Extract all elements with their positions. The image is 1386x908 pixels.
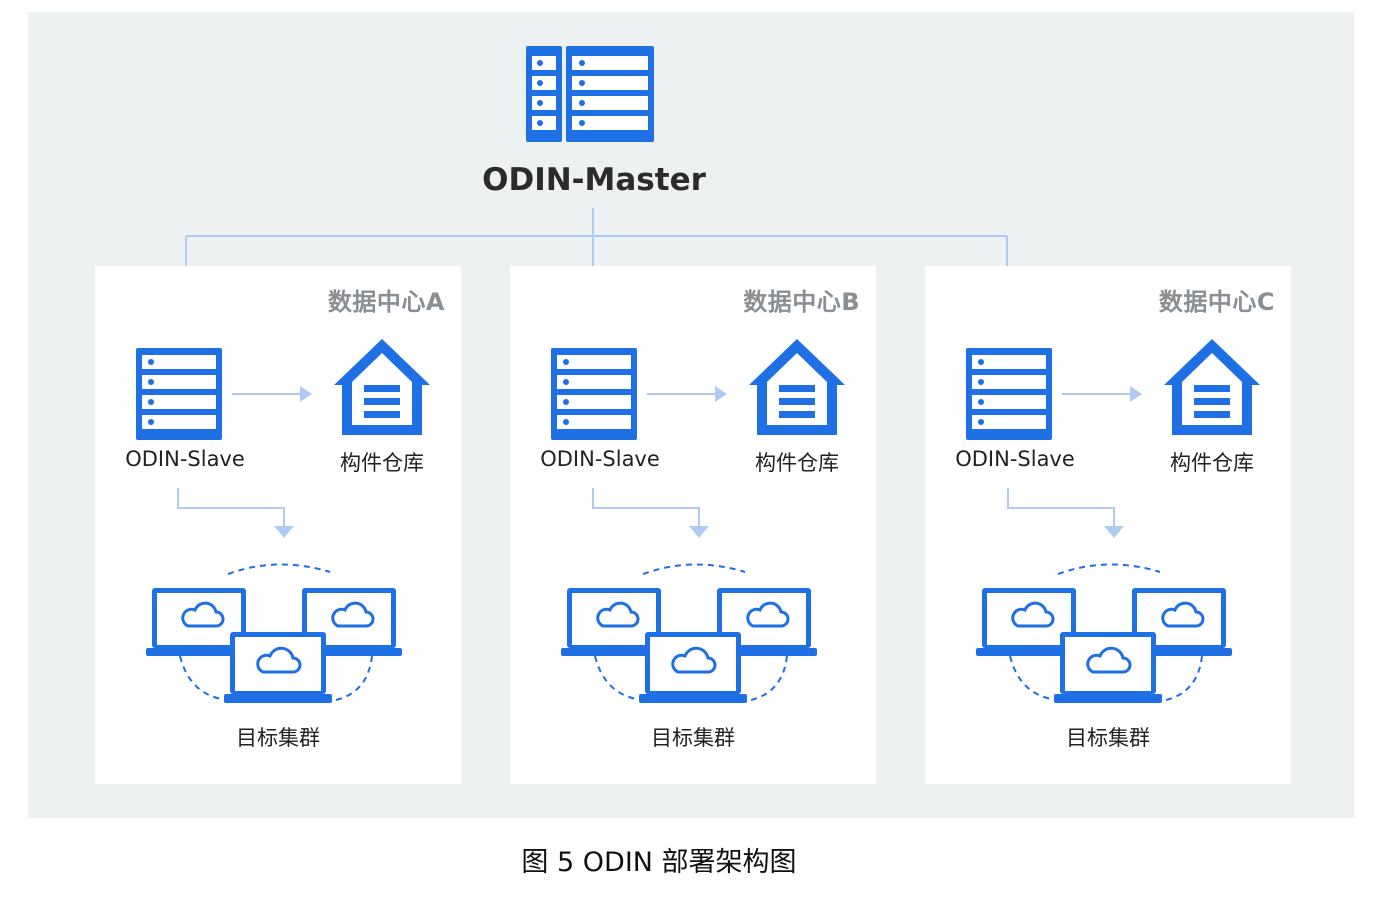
slave-cluster-arrow [177,488,294,538]
slave-label: ODIN-Slave [540,447,660,471]
cluster-label: 目标集群 [1066,726,1150,750]
cluster-laptops-icon [561,560,819,710]
cluster-laptops-icon [146,560,404,710]
repository-label: 构件仓库 [755,451,839,475]
slave-cluster-arrow [1007,488,1124,538]
repository-label: 构件仓库 [1170,451,1254,475]
slave-label: ODIN-Slave [955,447,1075,471]
slave-repo-arrow [647,386,727,402]
slave-repo-arrow [1062,386,1142,402]
repository-label: 构件仓库 [340,451,424,475]
slave-cluster-arrow [592,488,709,538]
repository-house-icon [330,335,434,443]
slave-server-icon [966,348,1052,444]
cluster-label: 目标集群 [651,726,735,750]
repository-house-icon [745,335,849,443]
data-center-title: 数据中心C [1158,288,1275,316]
slave-label: ODIN-Slave [125,447,245,471]
data-center-title: 数据中心A [327,288,445,316]
cluster-label: 目标集群 [236,726,320,750]
cluster-laptops-icon [976,560,1234,710]
master-server-icon [526,46,654,146]
master-label: ODIN-Master [482,162,706,198]
repository-house-icon [1160,335,1264,443]
data-center-title: 数据中心B [743,288,860,316]
slave-repo-arrow [232,386,312,402]
figure-caption: 图 5 ODIN 部署架构图 [521,847,797,878]
slave-server-icon [136,348,222,444]
slave-server-icon [551,348,637,444]
